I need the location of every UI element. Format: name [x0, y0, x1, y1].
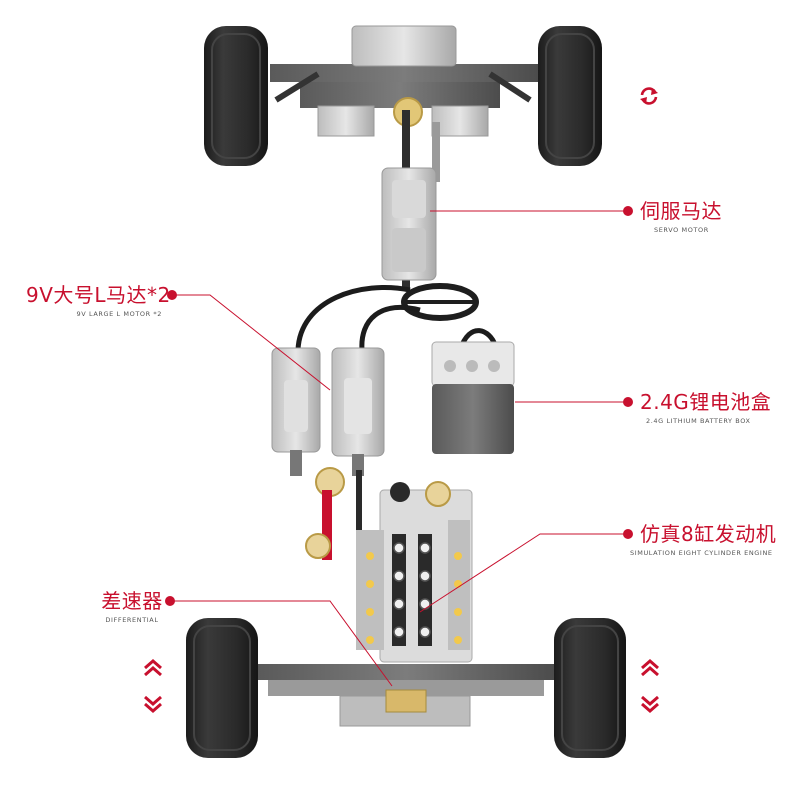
v8-engine [356, 481, 473, 663]
cables [295, 285, 498, 351]
engine-label-number: 8 [681, 522, 695, 546]
servo-assembly [381, 110, 440, 290]
battery-marker [623, 397, 633, 407]
battery-box [431, 341, 515, 454]
large-motors [271, 347, 385, 476]
differential-label-en: DIFFERENTIAL [105, 616, 159, 624]
battery-label-en: 2.4G LITHIUM BATTERY BOX [646, 417, 751, 425]
differential-label: 差速器 DIFFERENTIAL [100, 591, 164, 624]
engine-marker [623, 529, 633, 539]
rear-right-tire [554, 618, 626, 758]
left-double-chevron-up-icon [142, 658, 164, 678]
engine-label-cn: 仿真8缸发动机 [640, 524, 776, 544]
servo-label-en: SERVO MOTOR [654, 226, 709, 234]
callout-lines [170, 210, 630, 687]
battery-label: 2.4G锂电池盒 2.4G LITHIUM BATTERY BOX [640, 392, 771, 425]
left-double-chevron-down-icon [142, 694, 164, 714]
front-right-tire [538, 26, 602, 166]
differential-marker [165, 596, 175, 606]
steering-wheel [401, 283, 479, 321]
right-double-chevron-up-icon [639, 658, 661, 678]
right-double-chevron-down-icon [639, 694, 661, 714]
engine-label-prefix: 仿真 [640, 522, 681, 546]
rear-left-tire [186, 618, 258, 758]
gears [305, 467, 362, 560]
rear-axle [258, 664, 554, 727]
servo-marker [623, 206, 633, 216]
rotate-icon [637, 84, 661, 108]
battery-label-cn: 2.4G锂电池盒 [640, 390, 772, 414]
engine-label-suffix: 缸发动机 [694, 522, 777, 546]
motor-label: 9V大号L马达*2 9V LARGE L MOTOR *2 [26, 283, 171, 318]
front-left-tire [204, 26, 268, 166]
servo-label-cn: 伺服马达 [640, 199, 722, 223]
engine-label-en: SIMULATION EIGHT CYLINDER ENGINE [630, 549, 773, 557]
engine-label: 仿真8缸发动机 SIMULATION EIGHT CYLINDER ENGINE [630, 524, 776, 557]
motor-label-en: 9V LARGE L MOTOR *2 [76, 310, 162, 318]
motor-label-cn: 9V大号L马达*2 [26, 283, 171, 307]
differential-label-cn: 差速器 [101, 589, 163, 613]
motor-marker [167, 290, 177, 300]
servo-label: 伺服马达 SERVO MOTOR [640, 201, 722, 234]
